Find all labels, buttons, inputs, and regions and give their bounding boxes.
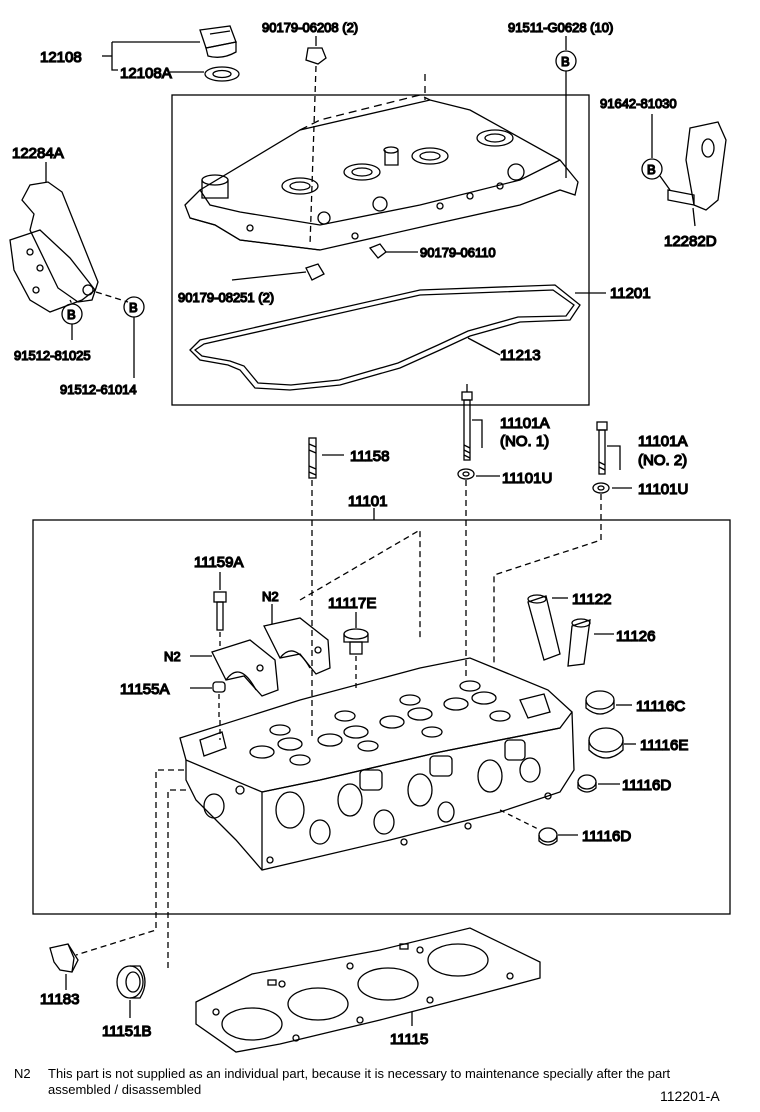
label-11126: 11126 bbox=[616, 628, 656, 645]
footnote-text: This part is not supplied as an individu… bbox=[48, 1066, 671, 1097]
label-11116c: 11116C bbox=[636, 698, 685, 715]
washer-11101u-1 bbox=[457, 468, 475, 480]
plug-11116c bbox=[585, 690, 615, 715]
pipe-11126 bbox=[567, 618, 591, 667]
label-91642-81030: 91642-81030 bbox=[600, 96, 677, 111]
label-11155a: 11155A bbox=[120, 681, 170, 698]
marker-b-top-text: B bbox=[561, 54, 570, 69]
plug-11116d-2 bbox=[538, 827, 558, 846]
label-11101a-2: 11101A bbox=[638, 433, 688, 450]
camshaft-cap-2 bbox=[263, 617, 331, 675]
bolt-11159a bbox=[213, 591, 227, 631]
valve-cover-frame bbox=[171, 94, 590, 406]
dowel-11155a bbox=[212, 681, 226, 693]
label-12282d: 12282D bbox=[664, 233, 717, 250]
pipe-11122 bbox=[527, 594, 561, 661]
label-90179-06110: 90179-06110 bbox=[420, 245, 496, 260]
head-gasket-11115 bbox=[195, 927, 541, 1053]
valve-cover bbox=[184, 74, 579, 251]
leader-12108 bbox=[111, 42, 118, 71]
marker-b-right-text: B bbox=[647, 162, 656, 177]
oil-filler-cap bbox=[199, 25, 237, 58]
clip-90179-08251 bbox=[305, 263, 325, 281]
plug-11183 bbox=[49, 943, 79, 973]
label-12284a: 12284A bbox=[12, 145, 64, 162]
bracket-12282d bbox=[667, 121, 727, 211]
label-91512-61014: 91512-61014 bbox=[60, 382, 137, 397]
head-bolt-no1 bbox=[461, 391, 473, 461]
label-11213: 11213 bbox=[500, 347, 541, 364]
label-11101a-1-sub: (NO. 1) bbox=[500, 433, 549, 450]
plug-11117e bbox=[343, 628, 369, 655]
head-bolt-no2 bbox=[596, 421, 608, 475]
label-11116d-1: 11116D bbox=[622, 777, 671, 794]
washer-11101u-2 bbox=[592, 482, 610, 494]
marker-b-left-2-text: B bbox=[129, 300, 138, 315]
label-11101a-2-sub: (NO. 2) bbox=[638, 452, 687, 469]
bracket-12284a bbox=[9, 181, 99, 313]
label-11117e: 11117E bbox=[328, 595, 376, 612]
label-11116e: 11116E bbox=[640, 737, 688, 754]
label-11101a-1: 11101A bbox=[500, 415, 550, 432]
label-11122: 11122 bbox=[572, 591, 612, 608]
cylinder-head bbox=[179, 657, 575, 871]
marker-b-left-1-text: B bbox=[67, 307, 76, 322]
camshaft-cap-1 bbox=[211, 639, 279, 697]
label-91511-g0628: 91511-G0628 (10) bbox=[508, 20, 613, 35]
label-11151b: 11151B bbox=[102, 1023, 152, 1040]
valve-cover-gasket bbox=[189, 284, 581, 391]
label-12108a: 12108A bbox=[120, 65, 172, 82]
label-n2-b: N2 bbox=[164, 649, 181, 664]
marker-b-right bbox=[641, 158, 663, 180]
label-11183: 11183 bbox=[40, 991, 80, 1008]
stud-11158 bbox=[308, 437, 317, 479]
label-11159a: 11159A bbox=[194, 554, 244, 571]
label-90179-08251: 90179-08251 (2) bbox=[178, 290, 274, 305]
label-91512-81025: 91512-81025 bbox=[14, 348, 91, 363]
plug-11116d-1 bbox=[577, 774, 597, 793]
label-11101u-1: 11101U bbox=[502, 470, 552, 487]
plug-11116e bbox=[588, 727, 624, 759]
cylinder-head-frame bbox=[32, 519, 731, 915]
nut-90179-06208 bbox=[305, 47, 327, 65]
oil-filler-gasket bbox=[204, 66, 240, 82]
label-11101u-2: 11101U bbox=[638, 481, 688, 498]
label-11116d-2: 11116D bbox=[582, 828, 631, 845]
label-90179-06208: 90179-06208 (2) bbox=[262, 20, 358, 35]
label-n2-a: N2 bbox=[262, 589, 279, 604]
leader-11151b bbox=[167, 789, 186, 970]
leader-11183 bbox=[75, 769, 184, 956]
label-11201: 11201 bbox=[610, 285, 651, 302]
label-11158: 11158 bbox=[350, 448, 390, 465]
label-11115: 11115 bbox=[390, 1031, 428, 1048]
clip-90179-06110 bbox=[368, 243, 387, 259]
oil-seal-11151b bbox=[116, 965, 146, 999]
footnote-key: N2 bbox=[14, 1066, 31, 1081]
label-11101: 11101 bbox=[348, 493, 388, 510]
label-12108: 12108 bbox=[40, 49, 82, 66]
diagram-code: 112201-A bbox=[660, 1088, 720, 1104]
